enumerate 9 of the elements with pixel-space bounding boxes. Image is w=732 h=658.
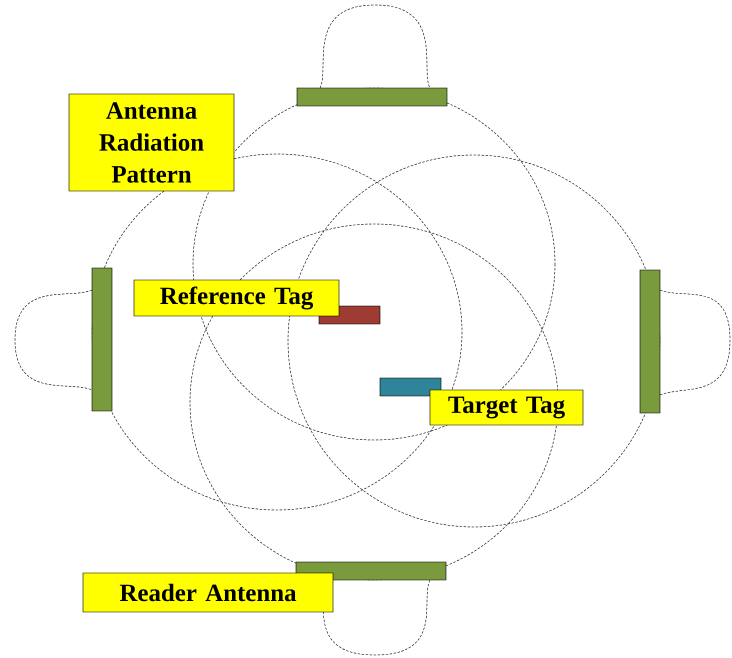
label-box: Target Tag	[430, 390, 584, 426]
antenna-bar	[296, 562, 446, 580]
label-box: Antenna Radiation Pattern	[68, 94, 234, 192]
antenna-bar	[296, 88, 448, 106]
label-box: Reference Tag	[134, 280, 340, 316]
label-box: Reader Antenna	[82, 572, 334, 612]
tag-bar	[380, 378, 442, 396]
antenna-bar	[92, 268, 112, 412]
antenna-bar	[640, 270, 660, 414]
